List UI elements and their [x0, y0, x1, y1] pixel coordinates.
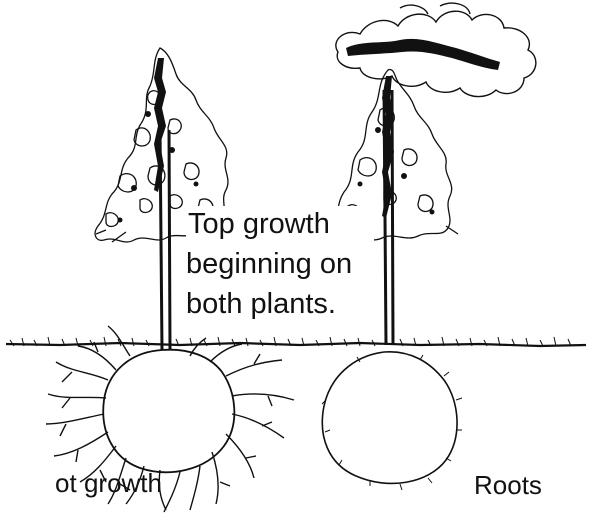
root-growth-label-text: ot growth	[55, 468, 162, 498]
callout-box: Top growth beginning on both plants.	[186, 206, 374, 324]
callout-line-1: Top growth	[188, 207, 330, 241]
ground-line	[6, 337, 586, 346]
callout-line-2: beginning on	[186, 247, 352, 281]
callout-line-3: both plants.	[186, 287, 336, 321]
left-tree-shading	[118, 58, 199, 223]
roots-label: Roots	[474, 470, 542, 500]
left-root-ball	[103, 350, 234, 473]
right-tree-shading	[346, 39, 500, 218]
right-root-ball	[322, 352, 462, 490]
root-growth-label: ot growth	[0, 468, 162, 498]
